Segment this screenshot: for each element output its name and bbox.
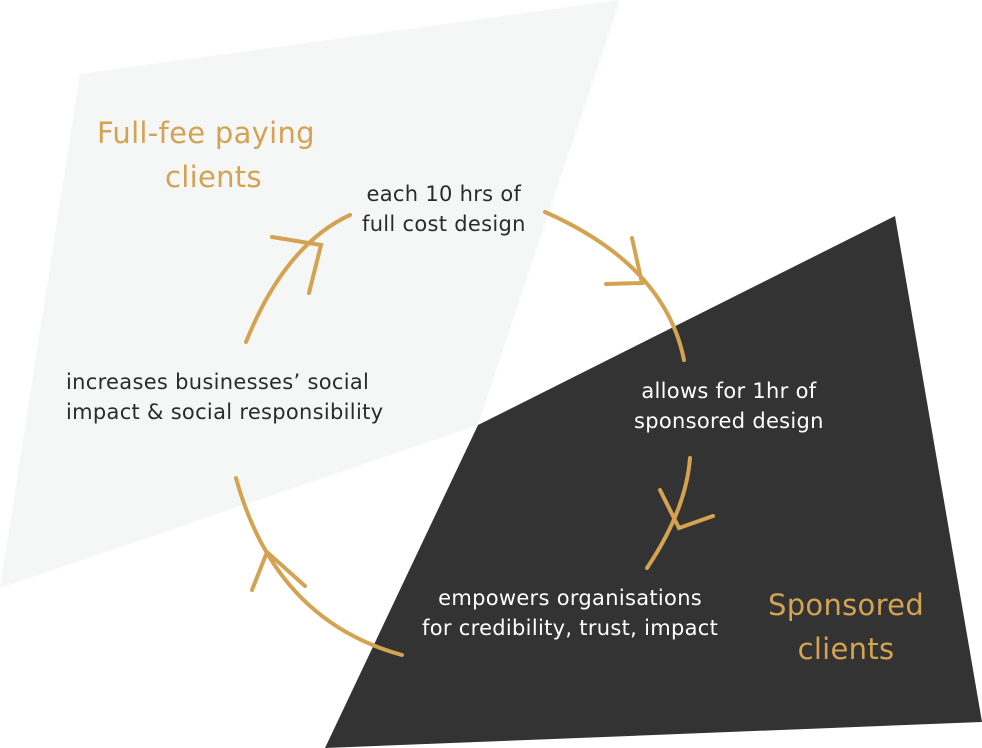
arc-right-bottom (645, 456, 692, 570)
sponsored-clients-title: Sponsored clients (768, 584, 924, 671)
step-bottom-line-2: for credibility, trust, impact (422, 616, 719, 641)
step-left-line-2: impact & social responsibility (66, 400, 384, 425)
arrow-head-bottom-left (250, 548, 307, 592)
sponsored-title-line-2: clients (797, 631, 895, 666)
arrow-head-left-top (270, 235, 324, 295)
cycle-step-empowers-organisations: empowers organisations for credibility, … (422, 583, 718, 644)
cycle-step-sponsored-design: allows for 1hr of sponsored design (634, 376, 824, 437)
arc-left-top (244, 213, 352, 344)
arc-bottom-left (234, 476, 404, 657)
full-fee-clients-title: Full-fee paying clients (97, 112, 315, 199)
step-right-line-2: sponsored design (634, 409, 824, 434)
sponsored-title-line-1: Sponsored (768, 588, 925, 622)
arrow-head-right-bottom (658, 488, 715, 531)
step-right-line-1: allows for 1hr of (641, 379, 817, 403)
cycle-step-full-cost-design: each 10 hrs of full cost design (362, 179, 526, 240)
arrow-head-top-right (604, 236, 645, 286)
sponsored-region-shape (325, 216, 982, 748)
step-top-line-1: each 10 hrs of (366, 182, 522, 206)
full-fee-title-line-2: clients (165, 159, 262, 194)
cycle-step-social-impact: increases businesses’ social impact & so… (66, 367, 383, 428)
step-top-line-2: full cost design (362, 212, 526, 237)
full-fee-title-line-1: Full-fee paying (97, 116, 315, 150)
step-bottom-line-1: empowers organisations (438, 586, 703, 610)
step-left-line-1: increases businesses’ social (66, 370, 370, 394)
